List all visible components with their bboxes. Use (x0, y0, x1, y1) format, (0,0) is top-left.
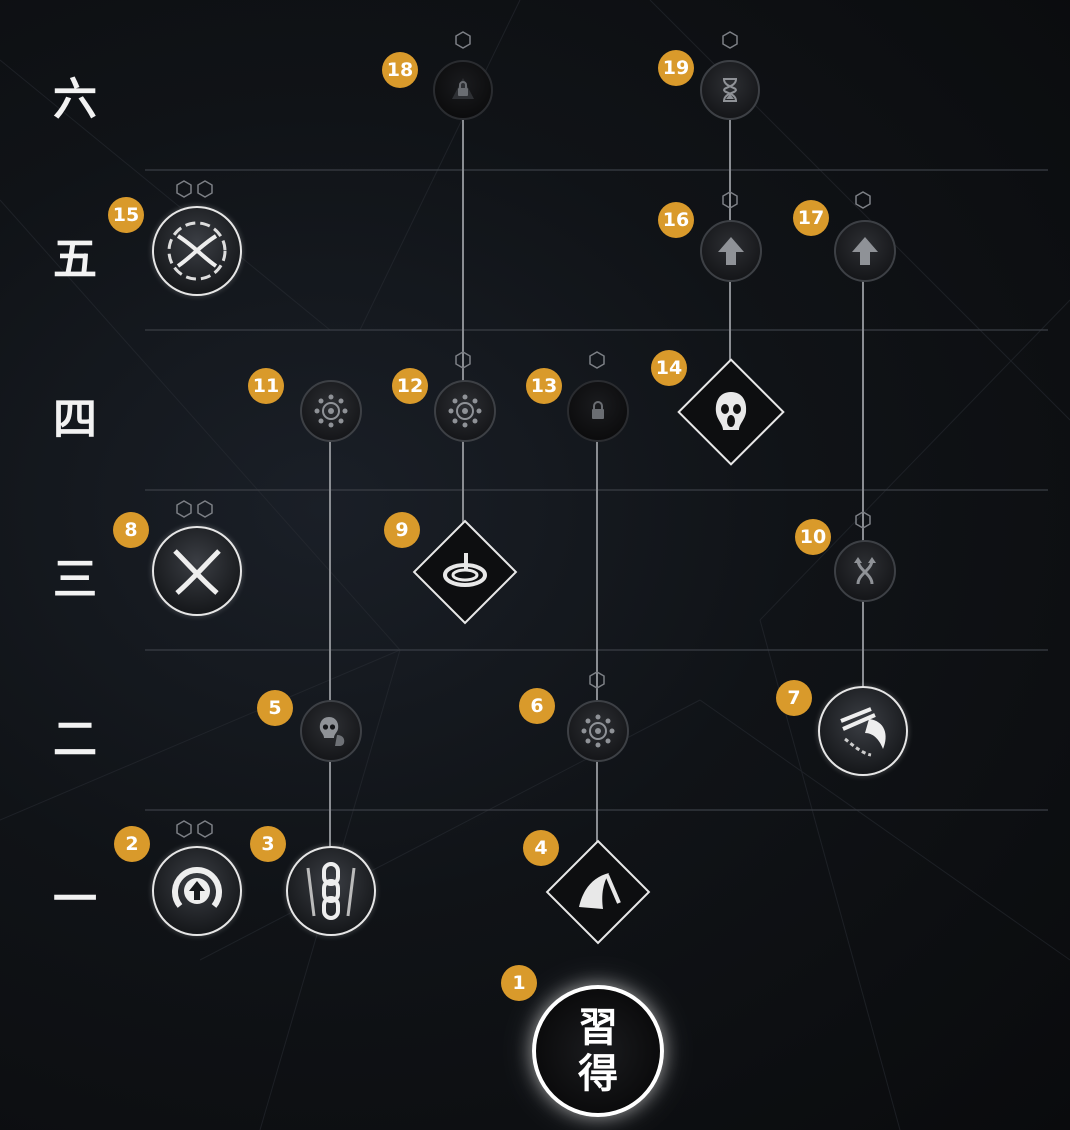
hourglass-icon (722, 78, 738, 102)
acquire-char-1: 習 (578, 1004, 618, 1051)
skill-node-11[interactable] (300, 380, 362, 442)
acquire-button[interactable]: 習 得 (532, 985, 664, 1117)
skill-node-13[interactable] (567, 380, 629, 442)
hexagon-pip-icon (589, 351, 605, 369)
screaming-skull-icon (715, 392, 747, 430)
badge-5: 5 (257, 690, 293, 726)
badge-18: 18 (382, 52, 418, 88)
badge-10: 10 (795, 519, 831, 555)
pips-6 (588, 671, 606, 689)
skill-node-19[interactable] (700, 60, 760, 120)
skill-node-2[interactable] (152, 846, 242, 936)
skull-icon (319, 717, 345, 746)
crossed-blades-ring-icon (167, 221, 227, 281)
tier-label-1: 一 (53, 874, 97, 925)
hexagon-pip-icon (855, 191, 871, 209)
chain-icon (306, 862, 356, 920)
lock-icon (452, 78, 474, 99)
skill-node-8[interactable] (152, 526, 242, 616)
tier-label-6: 六 (53, 74, 97, 125)
hexagon-pip-icon (176, 500, 192, 518)
pips-15 (175, 180, 214, 198)
hexagon-pip-icon (197, 820, 213, 838)
pips-12 (454, 351, 472, 369)
node-hub-icon (314, 394, 348, 428)
twin-arrows-icon (854, 557, 876, 585)
node-hub-icon (448, 394, 482, 428)
hexagon-pip-icon (176, 820, 192, 838)
tier-label-3: 三 (53, 554, 97, 605)
badge-4: 4 (523, 830, 559, 866)
skill-node-9[interactable] (412, 519, 518, 625)
spinning-chain-icon (443, 553, 487, 587)
lock-icon (592, 401, 604, 419)
badge-9: 9 (384, 512, 420, 548)
badge-12: 12 (392, 368, 428, 404)
badge-1: 1 (501, 965, 537, 1001)
pips-13 (588, 351, 606, 369)
pips-16 (721, 191, 739, 209)
tier-label-2: 二 (53, 714, 97, 765)
badge-8: 8 (113, 512, 149, 548)
tier-label-5: 五 (53, 234, 97, 285)
circular-arrow-up-icon (172, 867, 222, 908)
node-hub-icon (581, 714, 615, 748)
badge-3: 3 (250, 826, 286, 862)
hexagon-pip-icon (176, 180, 192, 198)
skill-node-5[interactable] (300, 700, 362, 762)
pips-18 (454, 31, 472, 49)
acquire-char-2: 得 (578, 1050, 618, 1097)
hexagon-pip-icon (197, 500, 213, 518)
badge-16: 16 (658, 202, 694, 238)
badge-11: 11 (248, 368, 284, 404)
skill-node-7[interactable] (818, 686, 908, 776)
kusarigama-icon (840, 707, 886, 757)
pips-17 (854, 191, 872, 209)
badge-13: 13 (526, 368, 562, 404)
skill-node-16[interactable] (700, 220, 762, 282)
skill-node-6[interactable] (567, 700, 629, 762)
badge-15: 15 (108, 197, 144, 233)
crossed-blades-icon (173, 549, 221, 595)
skill-node-14[interactable] (677, 358, 785, 466)
skill-node-17[interactable] (834, 220, 896, 282)
badge-17: 17 (793, 200, 829, 236)
hexagon-pip-icon (455, 351, 471, 369)
badge-7: 7 (776, 680, 812, 716)
hooded-blade-icon (579, 873, 621, 909)
hexagon-pip-icon (855, 511, 871, 529)
hexagon-pip-icon (722, 31, 738, 49)
skill-node-15[interactable] (152, 206, 242, 296)
badge-2: 2 (114, 826, 150, 862)
skill-node-12[interactable] (434, 380, 496, 442)
badge-19: 19 (658, 50, 694, 86)
skill-node-3[interactable] (286, 846, 376, 936)
skill-node-10[interactable] (834, 540, 896, 602)
pips-19 (721, 31, 739, 49)
skill-node-18[interactable] (433, 60, 493, 120)
hexagon-pip-icon (197, 180, 213, 198)
hexagon-pip-icon (589, 671, 605, 689)
tier-label-4: 四 (53, 394, 97, 445)
arrow-up-icon (852, 237, 878, 265)
pips-8 (175, 500, 214, 518)
badge-6: 6 (519, 688, 555, 724)
skill-node-4[interactable] (545, 839, 651, 945)
pips-2 (175, 820, 214, 838)
hexagon-pip-icon (455, 31, 471, 49)
badge-14: 14 (651, 350, 687, 386)
hexagon-pip-icon (722, 191, 738, 209)
pips-10 (854, 511, 872, 529)
arrow-up-icon (718, 237, 744, 265)
